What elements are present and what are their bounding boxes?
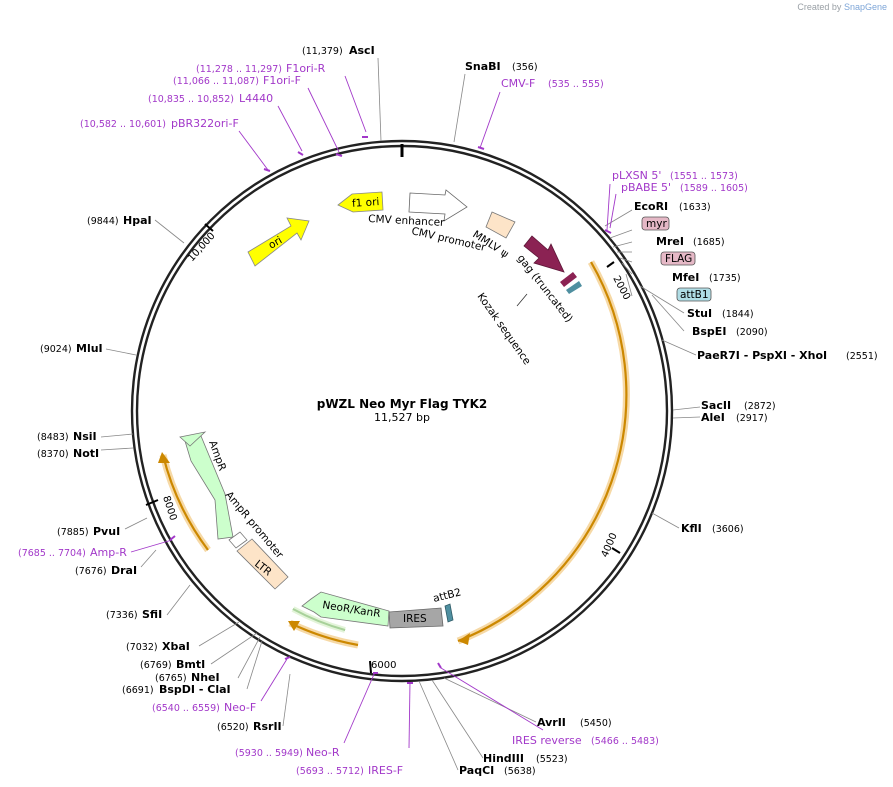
svg-text:FLAG: FLAG bbox=[665, 253, 692, 265]
primer-neo-r: (5930 .. 5949)Neo-R bbox=[235, 746, 340, 759]
orf-arc-amp-head bbox=[158, 452, 170, 463]
enzyme-xbaI: (7032)XbaI bbox=[126, 640, 190, 653]
enzyme-paeR7I-pspXI-xhoI: PaeR7I - PspXI - XhoI(2551) bbox=[697, 349, 878, 362]
enzyme-draI: (7676)DraI bbox=[75, 564, 137, 577]
enzyme-kflI: KflI(3606) bbox=[681, 522, 744, 535]
svg-text:ori: ori bbox=[267, 234, 285, 251]
enzyme-labels: (11,379)AscI SnaBI(356) EcoRI(1633) MreI… bbox=[37, 44, 878, 777]
orf-arcs bbox=[158, 260, 630, 649]
primer-plxsn-5: pLXSN 5'(1551 .. 1573) bbox=[612, 169, 738, 182]
svg-text:attB2: attB2 bbox=[432, 586, 463, 605]
enzyme-hindIII: HindIII(5523) bbox=[483, 752, 568, 765]
primer-leader-lines bbox=[130, 75, 617, 749]
tick-marks bbox=[145, 223, 621, 674]
enzyme-nheI: (6765)NheI bbox=[155, 671, 220, 684]
enzyme-ascI: (11,379)AscI bbox=[302, 44, 375, 57]
enzyme-mreI: MreI(1685) bbox=[656, 235, 725, 248]
enzyme-bspEI: BspEI(2090) bbox=[692, 325, 768, 338]
tag-attb1: attB1 bbox=[676, 287, 712, 302]
enzyme-sfiI: (7336)SfiI bbox=[106, 608, 162, 621]
enzyme-aleI: AleI(2917) bbox=[701, 411, 768, 424]
enzyme-avrII: AvrII(5450) bbox=[537, 716, 612, 729]
enzyme-ecoRI: EcoRI(1633) bbox=[634, 200, 711, 213]
enzyme-stuI: StuI(1844) bbox=[687, 307, 754, 320]
primer-f1ori-r: (11,278 .. 11,297)F1ori-R bbox=[196, 62, 326, 75]
primer-arrows bbox=[169, 136, 612, 684]
svg-text:attB1: attB1 bbox=[680, 289, 709, 301]
primer-ires-reverse: IRES reverse(5466 .. 5483) bbox=[512, 734, 659, 747]
svg-text:myr: myr bbox=[646, 218, 667, 230]
tick-label-2000: 2000 bbox=[610, 274, 632, 302]
backbone-outer bbox=[130, 139, 674, 683]
primer-pbabe-5: pBABE 5'(1589 .. 1605) bbox=[621, 181, 748, 194]
orf-arc-amp-core bbox=[161, 454, 209, 551]
enzyme-pvuI: (7885)PvuI bbox=[57, 525, 120, 538]
enzyme-paqCI: PaqCI(5638) bbox=[459, 764, 536, 777]
plasmid-length: 11,527 bp bbox=[374, 411, 430, 424]
tag-myr: myr bbox=[641, 216, 670, 231]
enzyme-snaBI: SnaBI(356) bbox=[465, 60, 538, 73]
primer-amp-r: (7685 .. 7704)Amp-R bbox=[18, 546, 127, 559]
feature-cmv-enhancer bbox=[408, 189, 468, 222]
feature-ires: IRES bbox=[388, 607, 444, 629]
orf-arc-tyk2-head bbox=[458, 633, 470, 645]
svg-text:IRES: IRES bbox=[403, 613, 427, 625]
enzyme-bmtI: (6769)BmtI bbox=[140, 658, 205, 671]
tick-label-6000: 6000 bbox=[371, 660, 396, 671]
enzyme-mfeI: MfeI(1735) bbox=[672, 271, 741, 284]
feature-label-kozak: Kozak sequence bbox=[475, 291, 533, 367]
tick-label-4000: 4000 bbox=[600, 531, 620, 559]
primer-pbr322ori-f: (10,582 .. 10,601)pBR322ori-F bbox=[80, 117, 239, 130]
primer-neo-f: (6540 .. 6559)Neo-F bbox=[152, 701, 256, 714]
snapgene-logo: SnapGene bbox=[843, 2, 887, 12]
enzyme-nsiI: (8483)NsiI bbox=[37, 430, 97, 443]
kozak-leader bbox=[516, 293, 528, 307]
enzyme-notI: (8370)NotI bbox=[37, 447, 99, 460]
feature-f1-ori: f1 ori bbox=[337, 191, 384, 213]
orf-arc-neo-inner-halo bbox=[291, 606, 346, 633]
primer-labels: (11,278 .. 11,297)F1ori-R (11,066 .. 11,… bbox=[18, 62, 748, 777]
feature-label-cmv-enhancer: CMV enhancer bbox=[368, 213, 446, 229]
enzyme-rsrII: (6520)RsrII bbox=[217, 720, 282, 733]
feature-ori: ori bbox=[247, 217, 310, 267]
primer-l4440: (10,835 .. 10,852)L4440 bbox=[148, 92, 273, 105]
svg-text:f1 ori: f1 ori bbox=[352, 196, 380, 210]
tag-flag: FLAG bbox=[660, 251, 696, 266]
feature-mmlv-psi: MMLV ψ bbox=[470, 211, 516, 260]
primer-f1ori-f: (11,066 .. 11,087)F1ori-F bbox=[173, 74, 301, 87]
leader-lines bbox=[100, 57, 701, 771]
feature-neor-kanr: NeoR/KanR bbox=[301, 591, 390, 627]
primer-cmv-f: CMV-F(535 .. 555) bbox=[501, 77, 604, 90]
plasmid-name: pWZL Neo Myr Flag TYK2 bbox=[317, 397, 488, 411]
snapgene-credit: Created by SnapGene bbox=[797, 2, 887, 12]
enzyme-hpaI: (9844)HpaI bbox=[87, 214, 152, 227]
feature-small-tags bbox=[560, 272, 582, 294]
enzyme-mluI: (9024)MluI bbox=[40, 342, 103, 355]
enzyme-bspDI-claI: (6691)BspDI - ClaI bbox=[122, 683, 231, 696]
enzyme-sacII: SacII(2872) bbox=[701, 399, 776, 412]
orf-arc-neo-head bbox=[288, 621, 300, 631]
primer-ires-f: (5693 .. 5712)IRES-F bbox=[296, 764, 403, 777]
orf-arc-tyk2-core bbox=[457, 261, 628, 643]
